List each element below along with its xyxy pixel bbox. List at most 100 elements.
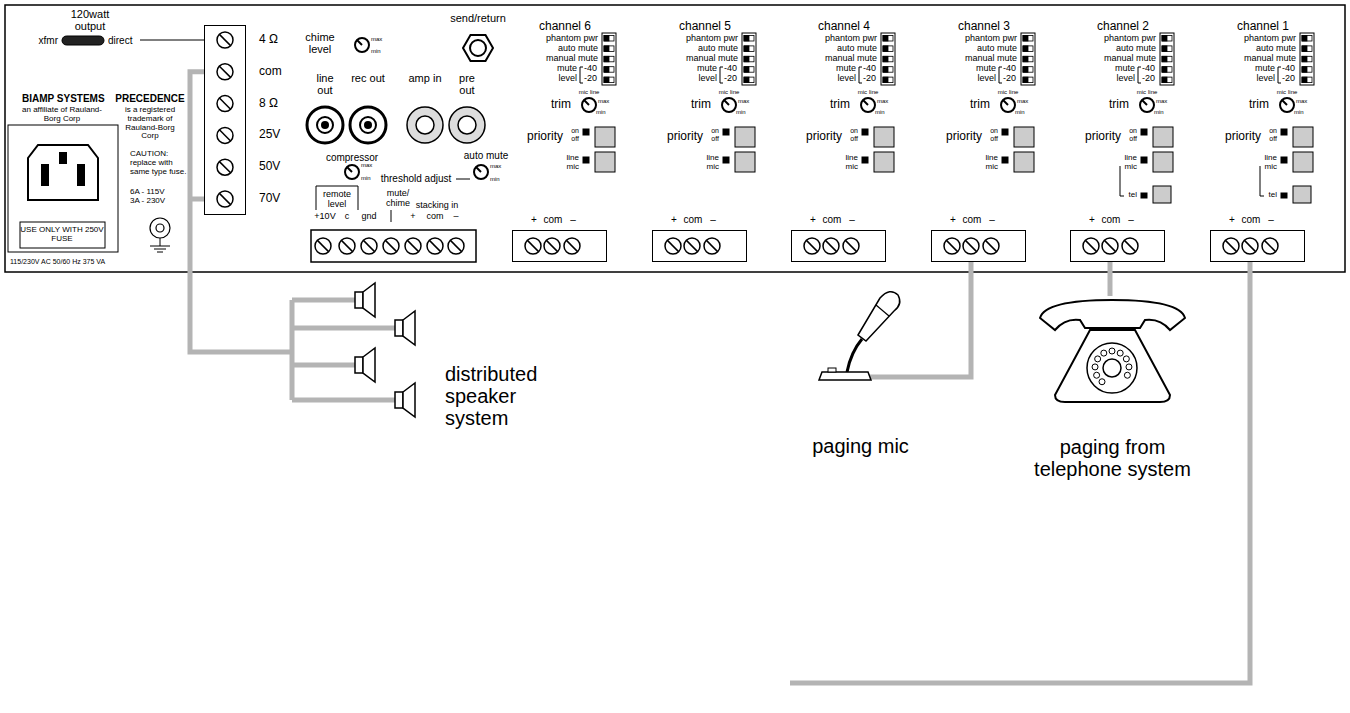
node-text: + [950, 214, 956, 225]
dip-slot [604, 46, 614, 52]
line-mic-indicator [1002, 157, 1008, 163]
knob [722, 98, 736, 112]
phone-dial [1087, 343, 1137, 393]
panel-label: is a registered trademark of Rauland-Bor… [119, 106, 181, 141]
socket-pin [77, 164, 85, 186]
dial-hole [1109, 348, 1115, 354]
priority-indicator [1281, 129, 1287, 135]
dip-slot [744, 36, 754, 42]
phone-dial [1103, 359, 1121, 377]
panel-label: trim [1109, 98, 1129, 111]
panel-label: -20 [863, 74, 876, 84]
speaker-wiring [292, 300, 395, 400]
node-text: 4 Ω [259, 33, 278, 46]
panel-label: gnd [361, 212, 376, 222]
dip-switch [1300, 33, 1314, 85]
tel-bracket [1260, 166, 1264, 196]
panel-label: manual mute [1244, 54, 1296, 64]
panel-label: mic [1137, 89, 1146, 96]
screw-slot [1085, 240, 1096, 251]
panel-label: level [1256, 74, 1275, 84]
screw-slot [946, 240, 957, 251]
dial-hole [1101, 350, 1107, 356]
panel-label: min [875, 109, 885, 116]
knob [345, 165, 359, 179]
screw-slot [667, 240, 678, 251]
line-mic-button [595, 152, 615, 172]
screw-terminal [427, 238, 443, 254]
dip-toggle [883, 46, 888, 52]
screw-slot [1124, 240, 1135, 251]
dip-slot [1023, 46, 1033, 52]
dip-slot [1023, 36, 1033, 42]
line-mic-button [874, 152, 894, 172]
node-text: + [671, 214, 677, 225]
panel-label: manual mute [1104, 54, 1156, 64]
panel-label: phantom pwr [965, 34, 1017, 44]
node-text: 70V [259, 192, 280, 205]
panel-label: priority [1225, 130, 1261, 143]
panel-label: manual mute [965, 54, 1017, 64]
rca-jack [458, 116, 476, 134]
panel-label: mute [976, 64, 996, 74]
panel-label: max [361, 162, 372, 169]
dip-bracket [720, 67, 723, 83]
dip-toggle [883, 56, 888, 62]
dip-bracket [1278, 67, 1281, 83]
dip-toggle [1302, 36, 1307, 42]
panel-label: channel 1 [1237, 20, 1289, 33]
panel-label: mic [1265, 163, 1277, 172]
screw-slot [219, 34, 230, 45]
iec-socket [28, 145, 98, 200]
node-text: com [963, 214, 982, 225]
panel-label: phantom pwr [686, 34, 738, 44]
priority-button [595, 127, 615, 147]
speaker-system: distributed speaker system [290, 285, 565, 430]
priority-button [1293, 127, 1313, 147]
knob-pointer [1142, 100, 1147, 105]
line-mic-indicator [862, 157, 868, 163]
mic-cable [868, 375, 916, 380]
line-mic-button [735, 152, 755, 172]
panel-label: max [598, 98, 609, 105]
tel-indicator [1141, 193, 1147, 198]
dip-toggle [1023, 46, 1028, 52]
dip-slot [604, 67, 614, 73]
wire-connector [916, 262, 971, 377]
panel-label: auto mute [558, 44, 598, 54]
panel-label: line [590, 89, 599, 96]
screw-terminal [1262, 238, 1278, 254]
channel-terminal-block: +com– [791, 230, 886, 262]
dip-toggle [604, 67, 609, 73]
panel-label: line [1148, 89, 1157, 96]
screw-slot [219, 66, 230, 77]
panel-label: + [410, 212, 415, 222]
screw-slot [527, 240, 538, 251]
paging-mic: paging mic [805, 285, 916, 475]
panel-label: rec out [351, 72, 385, 84]
panel-label: line [1125, 154, 1137, 163]
screw-slot [385, 240, 396, 251]
line-mic-button [1293, 152, 1313, 172]
speaker-magnet [395, 392, 403, 408]
screw-terminal [525, 238, 541, 254]
priority-indicator [583, 129, 589, 135]
knob [861, 98, 875, 112]
wire-connector [190, 72, 290, 352]
node-text: 8 Ω [259, 97, 278, 110]
dip-slot [1162, 67, 1172, 73]
screw-slot [806, 240, 817, 251]
screw-terminal [944, 238, 960, 254]
dip-slot [883, 56, 893, 62]
panel-label: trim [691, 98, 711, 111]
panel-label: max [1296, 98, 1307, 105]
screw-slot [1264, 240, 1275, 251]
priority-button [874, 127, 894, 147]
dip-slot [1162, 77, 1172, 83]
screw-slot [965, 240, 976, 251]
dip-toggle [1023, 77, 1028, 83]
dial-hole [1092, 364, 1098, 370]
panel-label: manual mute [825, 54, 877, 64]
